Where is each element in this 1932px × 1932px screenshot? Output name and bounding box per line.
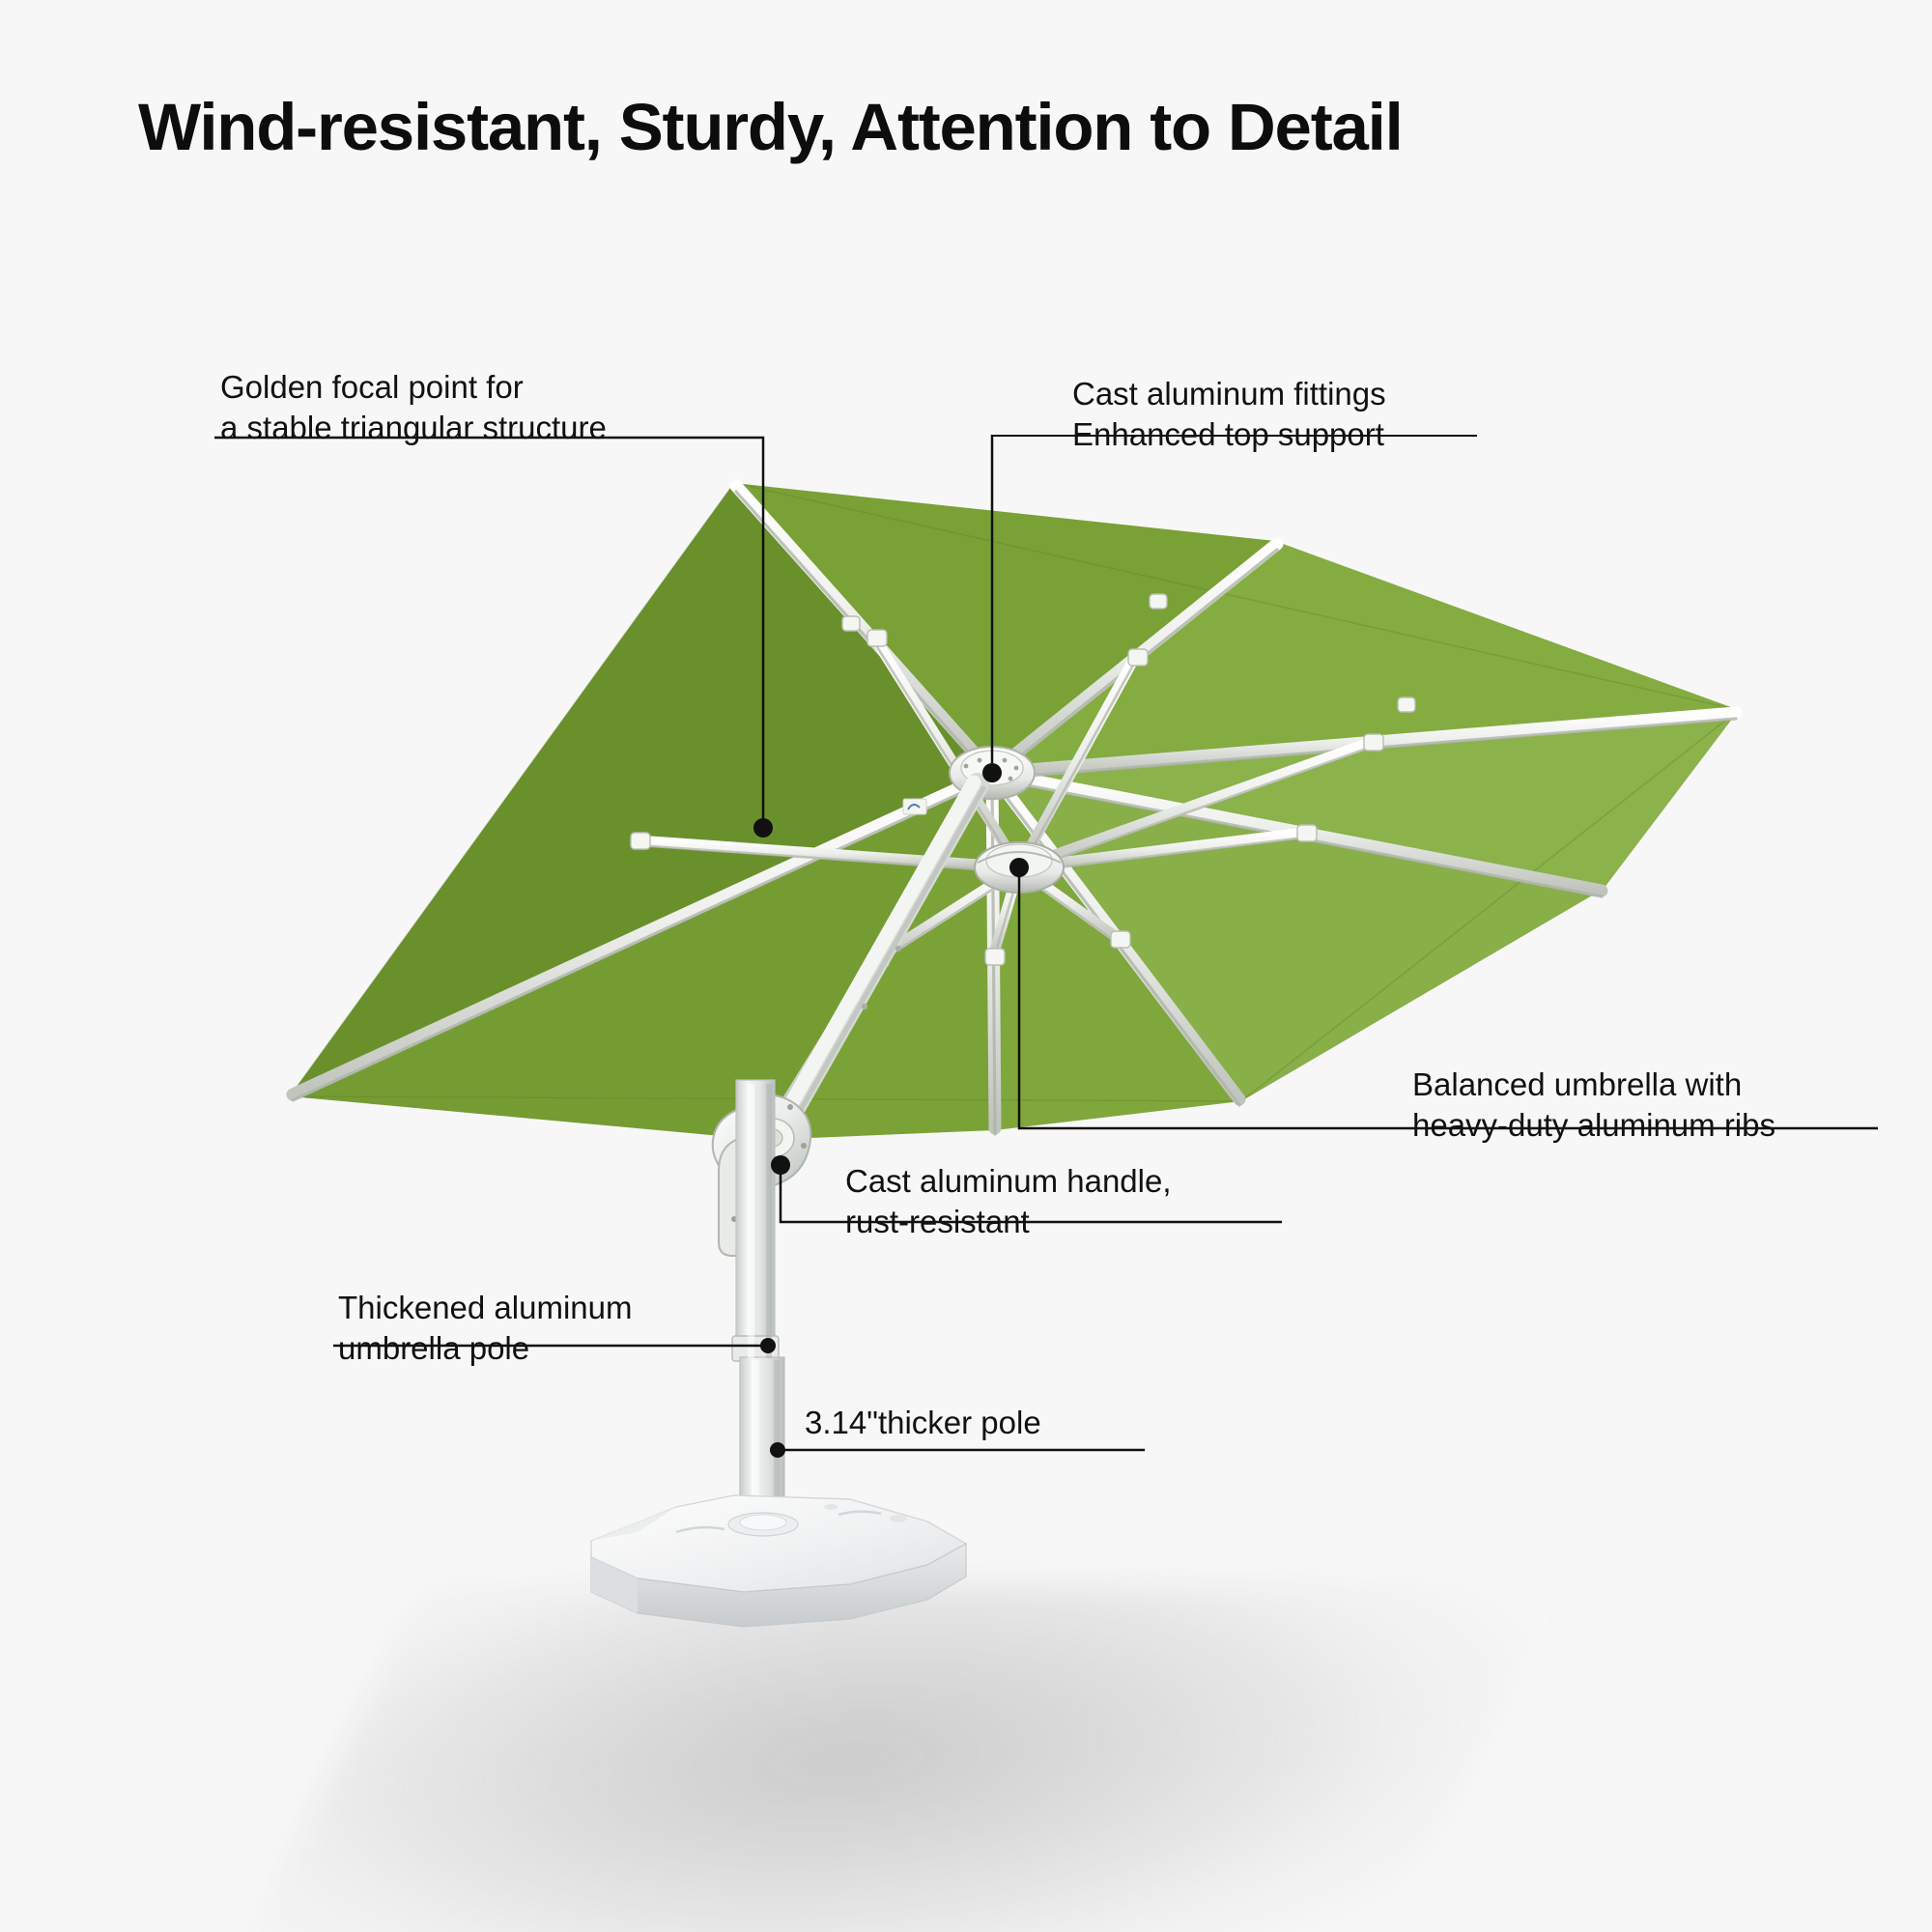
callout-line-2: a stable triangular structure <box>220 409 607 445</box>
callout-rule-balanced-umbrella <box>1019 1127 1878 1129</box>
lower-hub-runner <box>974 841 1065 894</box>
umbrella-base <box>590 1494 968 1628</box>
callout-line-2: heavy-duty aluminum ribs <box>1412 1106 1776 1143</box>
callout-line-1: Cast aluminum fittings <box>1072 376 1386 412</box>
callout-line-2: umbrella pole <box>338 1329 530 1366</box>
callout-line-1: Golden focal point for <box>220 369 524 405</box>
page-title: Wind-resistant, Sturdy, Attention to Det… <box>138 90 1404 164</box>
fabric-label <box>902 798 927 815</box>
callout-cast-aluminum-handle: Cast aluminum handle, rust-resistant <box>845 1161 1172 1241</box>
callout-thicker-pole-spec: 3.14"thicker pole <box>805 1403 1041 1443</box>
callout-line-2: Enhanced top support <box>1072 415 1384 452</box>
callout-rule-thicker-pole-spec <box>778 1449 1145 1451</box>
callout-rule-cast-aluminum-handle <box>781 1221 1282 1223</box>
upper-support-arm <box>781 773 989 1122</box>
umbrella-pole <box>731 1079 785 1513</box>
callout-rule-cast-aluminum-fittings <box>992 435 1477 437</box>
callout-line-1: Balanced umbrella with <box>1412 1066 1743 1102</box>
callout-rule-golden-focal-point <box>214 437 763 439</box>
callout-line-1: 3.14"thicker pole <box>805 1405 1041 1440</box>
callout-golden-focal-point: Golden focal point for a stable triangul… <box>220 367 607 447</box>
callout-line-1: Cast aluminum handle, <box>845 1163 1172 1199</box>
callout-rule-thickened-aluminum-pole <box>333 1345 768 1347</box>
callout-cast-aluminum-fittings: Cast aluminum fittings Enhanced top supp… <box>1072 374 1386 454</box>
callout-balanced-umbrella: Balanced umbrella with heavy-duty alumin… <box>1412 1065 1776 1145</box>
callout-thickened-aluminum-pole: Thickened aluminum umbrella pole <box>338 1288 632 1368</box>
callout-line-1: Thickened aluminum <box>338 1290 633 1325</box>
